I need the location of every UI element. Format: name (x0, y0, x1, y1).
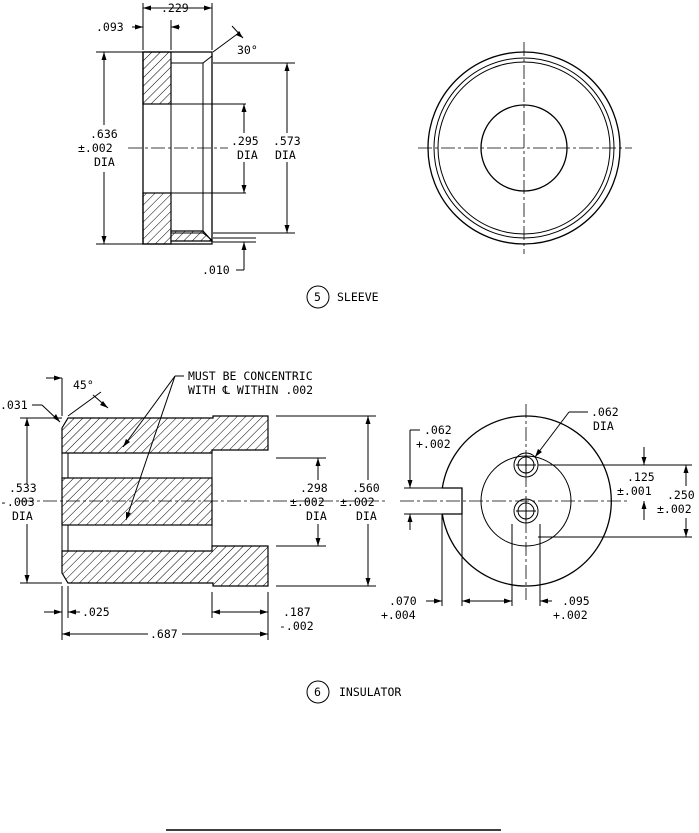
insulator-dim-250-tol: ±.002 (657, 502, 692, 516)
insulator-dim-298-tol: ±.002 (290, 495, 325, 509)
sleeve-dim-573: .573 (273, 134, 301, 148)
sleeve-wall-top (142, 51, 172, 105)
insulator-dim-560-dia: DIA (356, 509, 377, 523)
insulator-note-line1: MUST BE CONCENTRIC (188, 369, 313, 383)
insulator-dim-031: .031 (0, 398, 28, 412)
insulator-dim-062-left: .062 (424, 423, 452, 437)
sleeve-dim-295-dia: DIA (237, 148, 258, 162)
insulator-callout: 6 INSULATOR (306, 680, 401, 704)
sleeve-section-view (128, 51, 246, 245)
insulator-dimensions: .031 45° .533 -.003 DIA .298 ±.002 DIA (0, 375, 380, 641)
insulator-dim-533-dia: DIA (12, 509, 33, 523)
sleeve-callout-number: 5 (314, 290, 321, 304)
insulator-dim-070: .070 (389, 594, 417, 608)
insulator-dim-560: .560 (352, 481, 380, 495)
insulator-wall-bottom (61, 545, 269, 587)
sleeve-callout: 5 SLEEVE (306, 285, 379, 309)
insulator-dim-025: .025 (82, 605, 110, 619)
insulator-section-view (20, 415, 385, 587)
insulator-dim-533-tol: -.003 (0, 495, 35, 509)
sleeve-dim-010: .010 (202, 263, 230, 277)
insulator-dim-687: .687 (150, 627, 178, 641)
insulator-dim-560-tol: ±.002 (340, 495, 375, 509)
sleeve-wall-bottom (142, 192, 172, 245)
insulator-dim-125-tol: ±.001 (617, 484, 652, 498)
insulator-dim-070-tol: +.004 (381, 608, 416, 622)
insulator-note-line2: WITH ℄ WITHIN .002 (188, 383, 313, 397)
insulator-dim-187-tol: -.002 (279, 619, 314, 633)
sleeve-dim-093: .093 (96, 20, 124, 34)
insulator-dim-125: .125 (627, 470, 655, 484)
sleeve-dim-30deg: 30° (237, 43, 258, 57)
sleeve-dim-636-dia: DIA (94, 155, 115, 169)
insulator-dim-062-hole: .062 (591, 405, 619, 419)
insulator-callout-label: INSULATOR (339, 685, 401, 699)
insulator-dim-250: .250 (667, 488, 695, 502)
insulator-dim-298: .298 (300, 481, 328, 495)
sleeve-dim-636-tol: ±.002 (78, 141, 113, 155)
insulator-dim-298-dia: DIA (306, 509, 327, 523)
insulator-end-view (400, 404, 628, 600)
insulator-end-outline (441, 415, 612, 587)
insulator-end-dimensions: .062 DIA .062 +.002 .125 ±.001 .250 ±.00… (381, 405, 695, 622)
insulator-wall-top (61, 415, 269, 454)
sleeve-dim-295: .295 (231, 134, 259, 148)
insulator-dim-062-left-tol: +.002 (416, 437, 451, 451)
sleeve-callout-label: SLEEVE (337, 290, 379, 304)
insulator-dim-062-hole-dia: DIA (593, 419, 614, 433)
insulator-dim-533: .533 (9, 481, 37, 495)
insulator-note: MUST BE CONCENTRIC WITH ℄ WITHIN .002 (122, 369, 313, 521)
insulator-dim-095-tol: +.002 (553, 608, 588, 622)
insulator-dim-187: .187 (283, 605, 311, 619)
sleeve-dim-229: .229 (161, 1, 189, 15)
sleeve-dimensions: .229 .093 30° .636 ±.002 DIA .295 DIA (78, 1, 301, 277)
sleeve-end-view (418, 42, 632, 254)
insulator-core (61, 477, 213, 526)
sleeve-dim-636: .636 (90, 127, 118, 141)
insulator-dim-095: .095 (562, 594, 590, 608)
sleeve-dim-573-dia: DIA (275, 148, 296, 162)
insulator-callout-number: 6 (314, 685, 321, 699)
insulator-dim-45deg: 45° (73, 378, 94, 392)
